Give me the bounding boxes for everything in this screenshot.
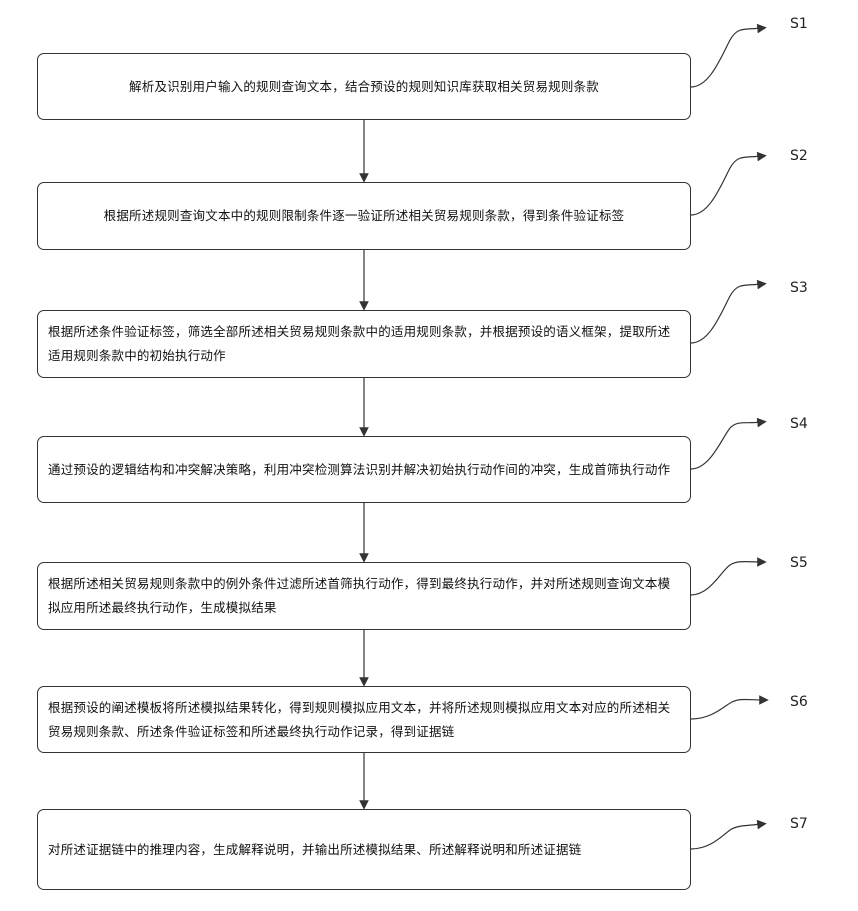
step-box-s7: 对所述证据链中的推理内容，生成解释说明，并输出所述模拟结果、所述解释说明和所述证… (37, 809, 691, 890)
step-box-s2: 根据所述规则查询文本中的规则限制条件逐一验证所述相关贸易规则条款，得到条件验证标… (37, 182, 691, 250)
step-text-s2: 根据所述规则查询文本中的规则限制条件逐一验证所述相关贸易规则条款，得到条件验证标… (104, 204, 625, 228)
leader-arrow-s6 (691, 700, 764, 720)
step-box-s4: 通过预设的逻辑结构和冲突解决策略，利用冲突检测算法识别并解决初始执行动作间的冲突… (37, 436, 691, 503)
step-text-s4: 通过预设的逻辑结构和冲突解决策略，利用冲突检测算法识别并解决初始执行动作间的冲突… (48, 458, 670, 482)
leader-arrow-s3 (691, 284, 762, 343)
step-box-s6: 根据预设的阐述模板将所述模拟结果转化，得到规则模拟应用文本，并将所述规则模拟应用… (37, 686, 691, 753)
step-text-s3: 根据所述条件验证标签，筛选全部所述相关贸易规则条款中的适用规则条款，并根据预设的… (48, 320, 680, 368)
step-label-s3: S3 (790, 280, 808, 296)
step-label-s1: S1 (790, 16, 808, 32)
step-label-s5: S5 (790, 555, 808, 571)
leader-arrow-s1 (691, 28, 762, 87)
step-text-s5: 根据所述相关贸易规则条款中的例外条件过滤所述首筛执行动作，得到最终执行动作，并对… (48, 572, 680, 620)
step-label-s4: S4 (790, 416, 808, 432)
step-box-s5: 根据所述相关贸易规则条款中的例外条件过滤所述首筛执行动作，得到最终执行动作，并对… (37, 562, 691, 630)
step-text-s7: 对所述证据链中的推理内容，生成解释说明，并输出所述模拟结果、所述解释说明和所述证… (48, 838, 581, 862)
leader-arrow-s5 (691, 562, 762, 595)
step-box-s3: 根据所述条件验证标签，筛选全部所述相关贸易规则条款中的适用规则条款，并根据预设的… (37, 310, 691, 378)
step-box-s1: 解析及识别用户输入的规则查询文本，结合预设的规则知识库获取相关贸易规则条款 (37, 53, 691, 120)
leader-arrow-s4 (691, 422, 762, 469)
step-label-s2: S2 (790, 148, 808, 164)
leader-arrow-s7 (691, 824, 762, 849)
leader-arrow-s2 (691, 156, 762, 215)
step-text-s6: 根据预设的阐述模板将所述模拟结果转化，得到规则模拟应用文本，并将所述规则模拟应用… (48, 696, 680, 744)
step-text-s1: 解析及识别用户输入的规则查询文本，结合预设的规则知识库获取相关贸易规则条款 (129, 75, 599, 99)
step-label-s6: S6 (790, 694, 808, 710)
step-label-s7: S7 (790, 816, 808, 832)
